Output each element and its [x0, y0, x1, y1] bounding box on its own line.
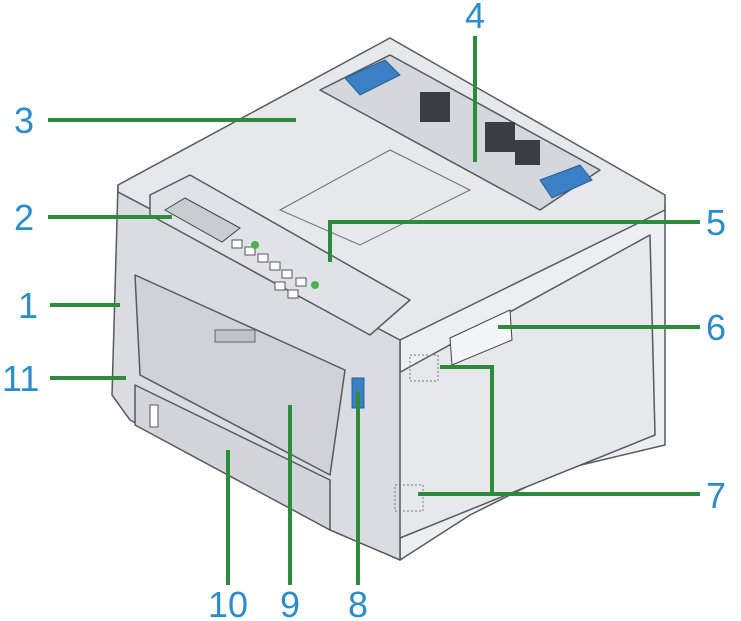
rear-fuser-unit — [319, 54, 601, 211]
printer-top-cover — [117, 37, 666, 341]
callout-7: 7 — [706, 475, 726, 516]
callout-9: 9 — [280, 584, 300, 621]
multipurpose-tray — [134, 274, 346, 476]
keypad-buttons — [231, 239, 307, 299]
side-handle — [449, 309, 513, 366]
paper-gauge — [149, 404, 159, 428]
blue-lever-right — [539, 164, 593, 199]
callout-11: 11 — [2, 358, 39, 399]
output-tray — [278, 149, 472, 246]
callout-8: 8 — [348, 584, 368, 621]
fuser-rollers — [420, 92, 540, 165]
callout-2: 2 — [14, 197, 34, 238]
tray-handle — [214, 329, 256, 343]
blue-lever-left — [344, 59, 401, 96]
status-led-green — [251, 241, 259, 249]
leader-lines — [48, 36, 700, 585]
lcd-screen — [164, 197, 241, 243]
callout-1: 1 — [18, 285, 38, 326]
callout-3: 3 — [14, 100, 34, 141]
printer-illustration — [111, 37, 666, 561]
callout-4: 4 — [465, 0, 485, 36]
callout-5: 5 — [706, 202, 726, 243]
paper-cassette — [134, 384, 331, 531]
vent-lower — [394, 484, 424, 512]
vent-upper — [409, 354, 439, 382]
callout-numbers: 1 2 3 4 5 6 7 8 9 10 11 — [2, 0, 726, 621]
callout-10: 10 — [208, 584, 248, 621]
callout-6: 6 — [706, 307, 726, 348]
status-led-green-2 — [311, 281, 319, 289]
